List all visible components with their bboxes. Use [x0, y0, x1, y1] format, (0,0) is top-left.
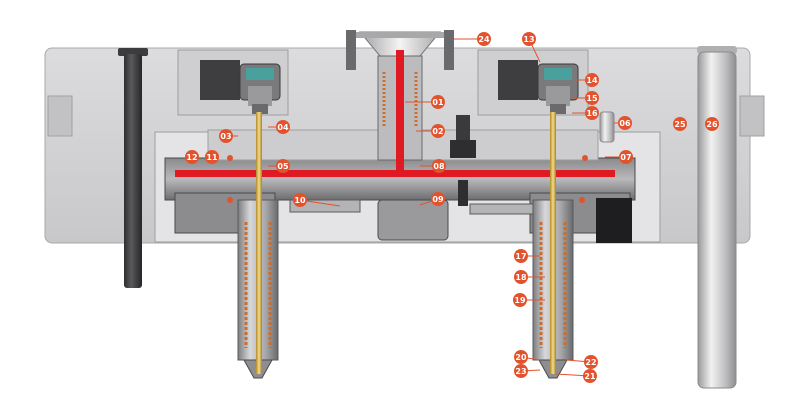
callout-02: 02	[416, 124, 445, 138]
callout-25: 25	[673, 117, 687, 131]
callout-20: 20	[514, 350, 541, 364]
callout-badge	[276, 120, 290, 134]
callout-05: 05	[268, 159, 290, 173]
callout-07: 07	[605, 150, 633, 164]
callout-badge	[514, 350, 528, 364]
callout-badge	[618, 116, 632, 130]
sprue-bushing	[346, 30, 454, 174]
callout-badge	[585, 91, 599, 105]
callout-number: 07	[620, 153, 631, 162]
callout-19: 19	[513, 293, 545, 307]
callout-number: 13	[523, 35, 534, 44]
center-support-screw	[450, 115, 476, 206]
callout-number: 01	[432, 98, 444, 107]
guide-pillar-right	[697, 46, 737, 389]
callout-number: 18	[515, 273, 527, 282]
support-post	[599, 111, 615, 143]
valve-actuator-left	[200, 60, 281, 114]
callout-badge	[432, 159, 446, 173]
callout-14: 14	[575, 73, 599, 87]
callout-badge	[705, 117, 719, 131]
callout-badge	[276, 159, 290, 173]
nozzle-right	[532, 112, 574, 379]
callout-11: 11	[205, 150, 219, 164]
callout-22: 22	[565, 355, 598, 369]
callout-badge	[431, 124, 445, 138]
valve-actuator-right	[498, 60, 579, 114]
callout-badge	[185, 150, 199, 164]
callout-number: 22	[585, 358, 596, 367]
callout-16: 16	[572, 106, 599, 120]
callout-26: 26	[705, 117, 719, 131]
callout-badge	[619, 150, 633, 164]
callout-15: 15	[572, 91, 599, 105]
callout-badge	[514, 364, 528, 378]
callout-number: 14	[586, 76, 598, 85]
callout-number: 25	[674, 120, 686, 129]
callout-number: 08	[433, 162, 445, 171]
callout-12: 12	[185, 150, 199, 164]
callout-number: 23	[515, 367, 526, 376]
callout-badge	[585, 73, 599, 87]
callout-01: 01	[405, 95, 445, 109]
callout-number: 17	[515, 252, 526, 261]
callout-number: 02	[432, 127, 443, 136]
callout-number: 06	[619, 119, 631, 128]
callout-badge	[583, 369, 597, 383]
callout-number: 09	[432, 195, 444, 204]
callout-number: 24	[478, 35, 490, 44]
guide-pin-left	[118, 48, 148, 288]
callout-number: 10	[294, 196, 306, 205]
callout-23: 23	[514, 364, 541, 378]
callout-number: 16	[586, 109, 598, 118]
callout-21: 21	[555, 369, 597, 383]
heater-markers	[227, 155, 588, 203]
callout-number: 19	[514, 296, 526, 305]
callout-03: 03	[219, 129, 238, 143]
callout-badge	[522, 32, 536, 46]
callout-number: 03	[220, 132, 231, 141]
callout-layer: 01 02 03 04 05 06 07 08 09 10 11 12 13 14 15 16 17 18 19 20…	[185, 32, 719, 383]
callout-08: 08	[420, 159, 446, 173]
callout-number: 26	[706, 120, 718, 129]
callout-13: 13	[522, 32, 541, 63]
callout-number: 20	[515, 353, 527, 362]
callout-badge	[431, 192, 445, 206]
callout-badge	[477, 32, 491, 46]
callout-09: 09	[419, 192, 445, 206]
callout-number: 05	[277, 162, 289, 171]
callout-10: 10	[293, 193, 341, 207]
callout-badge	[514, 249, 528, 263]
callout-badge	[673, 117, 687, 131]
callout-number: 11	[206, 153, 218, 162]
callout-badge	[219, 129, 233, 143]
callout-06: 06	[614, 116, 632, 130]
nozzle-left	[237, 112, 279, 379]
callout-badge	[585, 106, 599, 120]
callout-badge	[584, 355, 598, 369]
callout-number: 04	[277, 123, 289, 132]
callout-badge	[514, 270, 528, 284]
callout-17: 17	[514, 249, 540, 263]
callout-badge	[205, 150, 219, 164]
callout-number: 12	[186, 153, 197, 162]
callout-badge	[431, 95, 445, 109]
callout-18: 18	[514, 270, 545, 284]
callout-badge	[293, 193, 307, 207]
callout-04: 04	[268, 120, 290, 134]
callout-number: 15	[586, 94, 598, 103]
callout-number: 21	[584, 372, 596, 381]
callout-24: 24	[454, 32, 491, 46]
callout-badge	[513, 293, 527, 307]
